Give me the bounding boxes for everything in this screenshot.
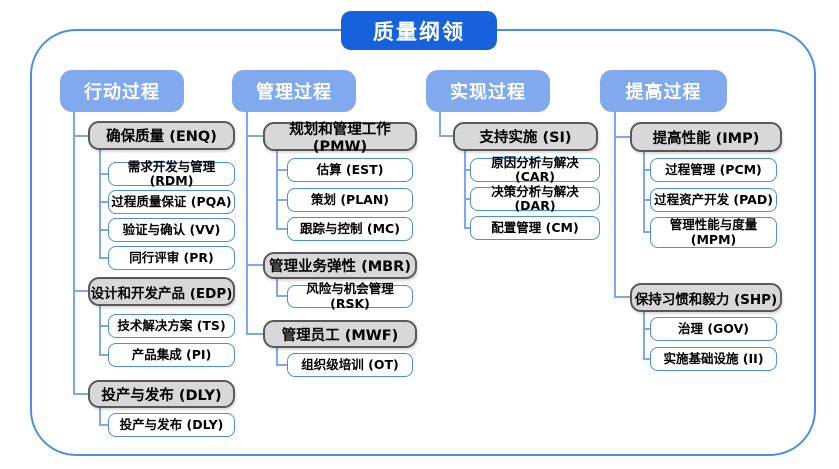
leaf-node-vv: 验证与确认 (VV) [108, 218, 235, 242]
group-node-mbr: 管理业务弹性 (MBR) [263, 252, 417, 279]
column-header-implementation-process: 实现过程 [426, 70, 550, 112]
leaf-node-gov: 治理 (GOV) [650, 317, 777, 341]
group-node-edp: 设计和开发产品 (EDP) [88, 277, 235, 306]
group-node-mwf: 管理员工 (MWF) [263, 320, 417, 348]
leaf-node-pi: 产品集成 (PI) [108, 343, 235, 367]
column-header-management-process: 管理过程 [232, 70, 356, 112]
leaf-node-rdm: 需求开发与管理 (RDM) [108, 159, 235, 188]
column-header-improvement-process: 提高过程 [600, 70, 727, 112]
leaf-node-pcm: 过程管理 (PCM) [650, 158, 777, 182]
group-node-imp: 提高性能 (IMP) [630, 122, 782, 152]
group-node-shp: 保持习惯和毅力 (SHP) [630, 283, 782, 312]
leaf-node-pr: 同行评审 (PR) [108, 246, 235, 270]
group-node-dly: 投产与发布 (DLY) [88, 380, 235, 408]
leaf-node-cm: 配置管理 (CM) [470, 216, 600, 240]
column-header-action-process: 行动过程 [60, 70, 184, 112]
leaf-node-ii: 实施基础设施 (II) [650, 347, 777, 371]
leaf-node-rsk: 风险与机会管理 (RSK) [287, 281, 413, 310]
leaf-node-dar: 决策分析与解决 (DAR) [470, 184, 600, 213]
group-node-pmw: 规划和管理工作 (PMW) [263, 122, 417, 155]
leaf-node-plan: 策划 (PLAN) [287, 188, 413, 212]
leaf-node-pad: 过程资产开发 (PAD) [650, 188, 777, 212]
group-node-si: 支持实施 (SI) [453, 122, 598, 151]
leaf-node-mpm: 管理性能与度量 (MPM) [650, 217, 777, 248]
leaf-node-est: 估算 (EST) [287, 158, 413, 182]
group-node-enq: 确保质量 (ENQ) [88, 121, 235, 150]
leaf-node-mc: 跟踪与控制 (MC) [287, 217, 413, 241]
leaf-node-ts: 技术解决方案 (TS) [108, 314, 235, 338]
leaf-node-ot: 组织级培训 (OT) [287, 353, 413, 377]
leaf-node-car: 原因分析与解决 (CAR) [470, 155, 600, 184]
diagram-title: 质量纲领 [341, 11, 497, 50]
leaf-node-dly: 投产与发布 (DLY) [108, 413, 235, 437]
leaf-node-pqa: 过程质量保证 (PQA) [108, 190, 235, 214]
